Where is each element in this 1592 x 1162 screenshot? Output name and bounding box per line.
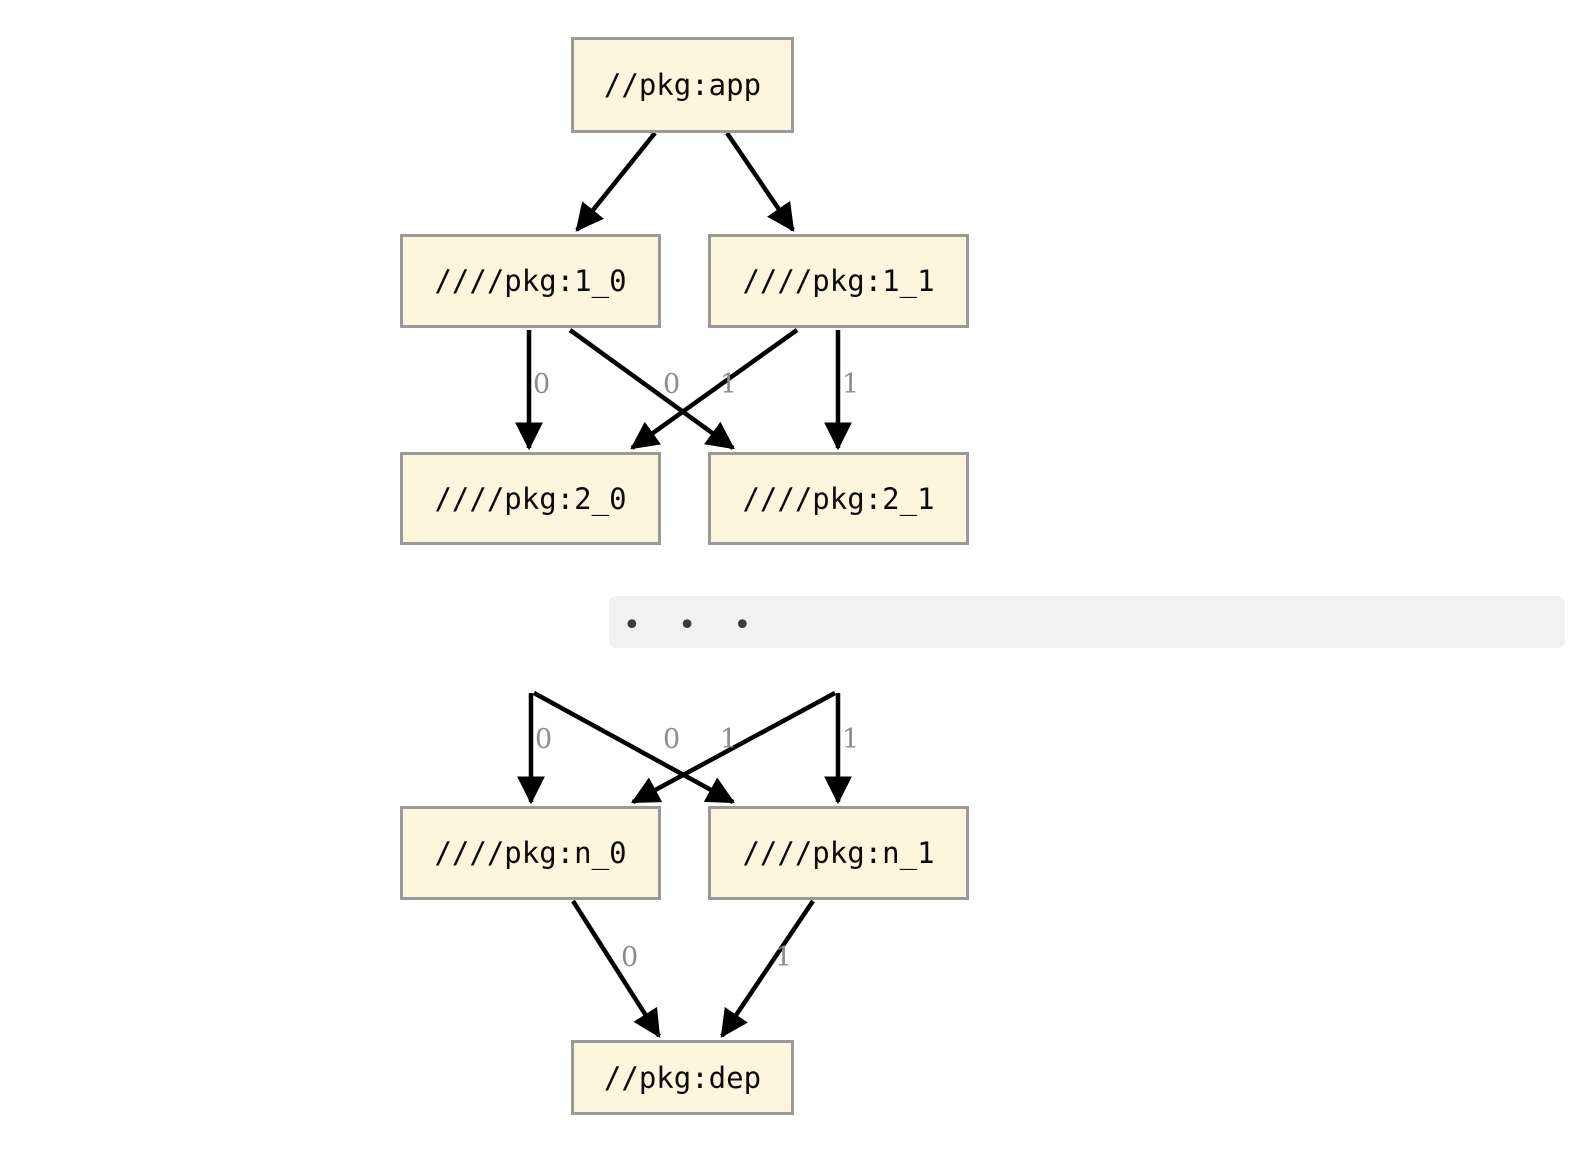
edge-l1_0-to-l2_1 [568, 328, 735, 450]
edge-label: 1 [775, 942, 793, 973]
node-label: ////pkg:2_1 [742, 481, 935, 516]
edge-elided-to-ln_1 [532, 691, 735, 804]
node-l2_0[interactable]: ////pkg:2_0 [400, 452, 661, 545]
edge-label: 1 [720, 724, 738, 755]
elision-band: • • • [609, 596, 1565, 648]
edge-label: 1 [720, 369, 738, 400]
edge-label: 0 [663, 369, 681, 400]
node-ln_1[interactable]: ////pkg:n_1 [708, 806, 969, 900]
edge-ln_0-to-dep [571, 899, 661, 1038]
node-label: ////pkg:1_1 [742, 264, 935, 298]
node-l1_1[interactable]: ////pkg:1_1 [708, 234, 969, 328]
node-app[interactable]: //pkg:app [571, 37, 794, 133]
edge-app-to-l1_1 [725, 131, 795, 232]
node-l1_0[interactable]: ////pkg:1_0 [400, 234, 661, 328]
node-label: ////pkg:n_1 [742, 836, 935, 870]
edge-label: 0 [663, 724, 681, 755]
edge-label: 0 [533, 369, 551, 400]
edge-group [515, 131, 852, 1038]
edge-label: 1 [842, 724, 860, 755]
ellipsis-icon: • • • [623, 608, 766, 643]
node-label: //pkg:dep [603, 1060, 762, 1095]
node-label: //pkg:app [603, 68, 762, 102]
edge-elided-to-ln_0 [631, 691, 837, 804]
edge-label: 0 [535, 724, 553, 755]
node-label: ////pkg:1_0 [434, 264, 627, 298]
node-l2_1[interactable]: ////pkg:2_1 [708, 452, 969, 545]
node-label: ////pkg:n_0 [434, 836, 627, 870]
edge-label: 1 [842, 369, 860, 400]
node-label: ////pkg:2_0 [434, 481, 627, 516]
edge-l1_1-to-l2_0 [630, 328, 799, 450]
node-ln_0[interactable]: ////pkg:n_0 [400, 806, 661, 900]
edge-app-to-l1_0 [575, 131, 657, 232]
edge-ln_1-to-dep [720, 899, 815, 1038]
node-dep[interactable]: //pkg:dep [571, 1040, 794, 1115]
edge-label: 0 [621, 942, 639, 973]
